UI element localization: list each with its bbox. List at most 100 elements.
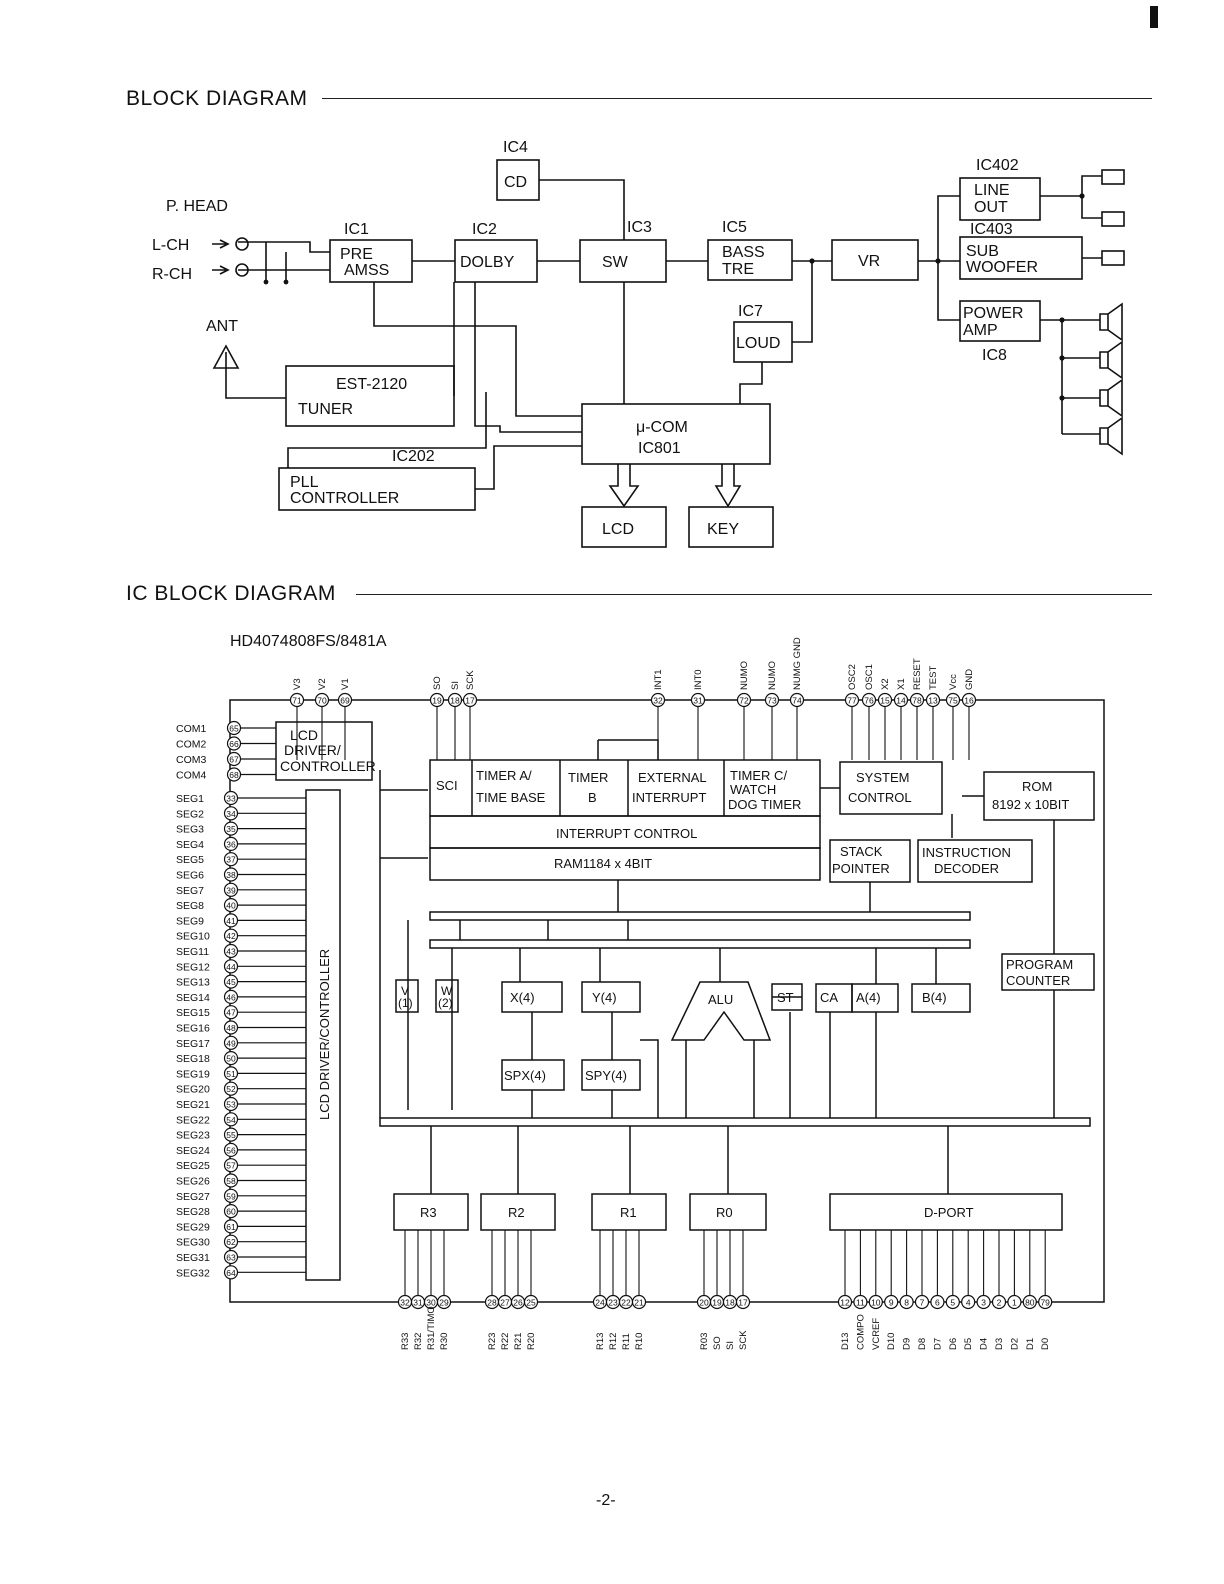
ic403-label: IC403 bbox=[970, 221, 1013, 238]
pin-number: 60 bbox=[226, 1207, 236, 1217]
pin-circle bbox=[223, 1142, 239, 1158]
vr-label: VR bbox=[858, 253, 880, 270]
amss-label: AMSS bbox=[344, 262, 389, 279]
pin-number: 18 bbox=[450, 696, 460, 706]
woofer-label: WOOFER bbox=[966, 259, 1038, 276]
pin-number: 53 bbox=[226, 1100, 236, 1110]
title-rule bbox=[356, 594, 1152, 595]
bottom-pin-label: R12 bbox=[608, 1333, 619, 1350]
pin-circle bbox=[223, 1096, 239, 1112]
pin-number: 32 bbox=[653, 696, 663, 706]
pin-number: 67 bbox=[229, 755, 239, 765]
pre-label: PRE bbox=[340, 246, 373, 263]
pin-number: 17 bbox=[465, 696, 475, 706]
pin-circle bbox=[976, 1294, 991, 1310]
pin-number: 39 bbox=[226, 885, 236, 895]
program-label: PROGRAM bbox=[1006, 957, 1073, 972]
pin-circle bbox=[223, 1050, 239, 1066]
pin-number: 37 bbox=[226, 855, 236, 865]
pin-circle bbox=[961, 1294, 976, 1310]
seg-label: SEG25 bbox=[176, 1160, 210, 1172]
v-label: (1) bbox=[398, 996, 413, 1010]
block-diagram-title: BLOCK DIAGRAM bbox=[126, 87, 312, 111]
cd-label: CD bbox=[504, 174, 527, 191]
pin-circle bbox=[523, 1294, 539, 1310]
pin-number: 77 bbox=[847, 696, 857, 706]
pin-circle bbox=[909, 692, 925, 708]
a4-label: A(4) bbox=[856, 990, 881, 1005]
pin-number: 47 bbox=[226, 1008, 236, 1018]
pin-number: 75 bbox=[948, 696, 958, 706]
pin-number: 27 bbox=[500, 1298, 510, 1308]
bus-top bbox=[429, 911, 971, 921]
pin-number: 66 bbox=[229, 739, 239, 749]
y4-box bbox=[581, 981, 641, 1013]
controller-label: CONTROLLER bbox=[290, 490, 399, 507]
pin-number: 15 bbox=[880, 696, 890, 706]
ca-label: CA bbox=[820, 990, 838, 1005]
seg-label: SEG9 bbox=[176, 915, 204, 927]
pin-number: 28 bbox=[487, 1298, 497, 1308]
alu-label: ALU bbox=[708, 992, 733, 1007]
bottom-pin-label: COMPO bbox=[855, 1314, 866, 1350]
bottom-pin-label: R31/TIMO bbox=[426, 1306, 437, 1350]
ucom-label: μ-COM bbox=[636, 419, 688, 436]
ic5-label: IC5 bbox=[722, 219, 747, 236]
top-pin-label: Vcc bbox=[948, 674, 959, 690]
pin-number: 78 bbox=[912, 696, 922, 706]
pin-circle bbox=[289, 692, 305, 708]
seg-label: SEG17 bbox=[176, 1038, 210, 1050]
pin-number: 63 bbox=[226, 1253, 236, 1263]
pin-circle bbox=[1007, 1294, 1022, 1310]
pin-circle bbox=[226, 720, 242, 736]
ic3-label: IC3 bbox=[627, 219, 652, 236]
pin-circle bbox=[991, 1294, 1007, 1310]
control-label: CONTROL bbox=[848, 790, 912, 805]
bottom-pin-label: R23 bbox=[487, 1333, 498, 1350]
pin-circle bbox=[223, 1265, 239, 1280]
top-pin-label: INT0 bbox=[693, 669, 704, 690]
pin-circle bbox=[631, 1294, 647, 1310]
top-pin-label: RESET bbox=[912, 658, 923, 690]
pin-number: 50 bbox=[226, 1054, 236, 1064]
system-label: SYSTEM bbox=[856, 770, 909, 785]
bottom-pin-label: D2 bbox=[1009, 1338, 1020, 1350]
seg-label: SEG28 bbox=[176, 1206, 210, 1218]
watch-label: WATCH bbox=[730, 782, 776, 797]
vr-block bbox=[831, 239, 919, 281]
pin-number: 76 bbox=[864, 696, 874, 706]
v-label: V bbox=[401, 984, 409, 998]
external-label: EXTERNAL bbox=[638, 770, 707, 785]
top-pin-label: V2 bbox=[317, 678, 328, 690]
pin-circle bbox=[853, 1294, 868, 1310]
pin-number: 24 bbox=[595, 1298, 605, 1308]
lcd-driver-text: DRIVER/ bbox=[284, 742, 341, 758]
line-label: LINE bbox=[974, 182, 1010, 199]
spx-label: SPX(4) bbox=[504, 1068, 546, 1083]
y4-label: Y(4) bbox=[592, 990, 617, 1005]
top-pin-label: SO bbox=[432, 676, 443, 690]
pin-circle bbox=[226, 736, 242, 751]
pin-circle bbox=[899, 1294, 914, 1310]
lcd-driver-text: LCD bbox=[290, 727, 318, 743]
seg-label: SEG23 bbox=[176, 1130, 210, 1142]
timer-b-label: TIMER bbox=[568, 770, 608, 785]
pin-circle bbox=[436, 1294, 452, 1310]
pin-number: 10 bbox=[871, 1298, 881, 1308]
seg-label: SEG24 bbox=[176, 1145, 210, 1157]
bottom-pin-label: R13 bbox=[595, 1333, 606, 1350]
pin-number: 34 bbox=[226, 809, 236, 819]
bottom-pin-label: R32 bbox=[413, 1333, 424, 1350]
pin-circle bbox=[223, 1005, 239, 1020]
interrupt-label: INTERRUPT bbox=[632, 790, 706, 805]
pin-circle bbox=[223, 959, 239, 974]
pin-circle bbox=[223, 913, 239, 928]
ic7-label: IC7 bbox=[738, 303, 763, 320]
pin-number: 8 bbox=[904, 1298, 909, 1308]
loud-label: LOUD bbox=[736, 335, 780, 352]
key-label: KEY bbox=[707, 521, 739, 538]
pin-number: 23 bbox=[608, 1298, 618, 1308]
seg-label: SEG32 bbox=[176, 1267, 210, 1279]
ic-block-diagram-title: IC BLOCK DIAGRAM bbox=[126, 582, 340, 606]
pin-circle bbox=[961, 692, 977, 708]
